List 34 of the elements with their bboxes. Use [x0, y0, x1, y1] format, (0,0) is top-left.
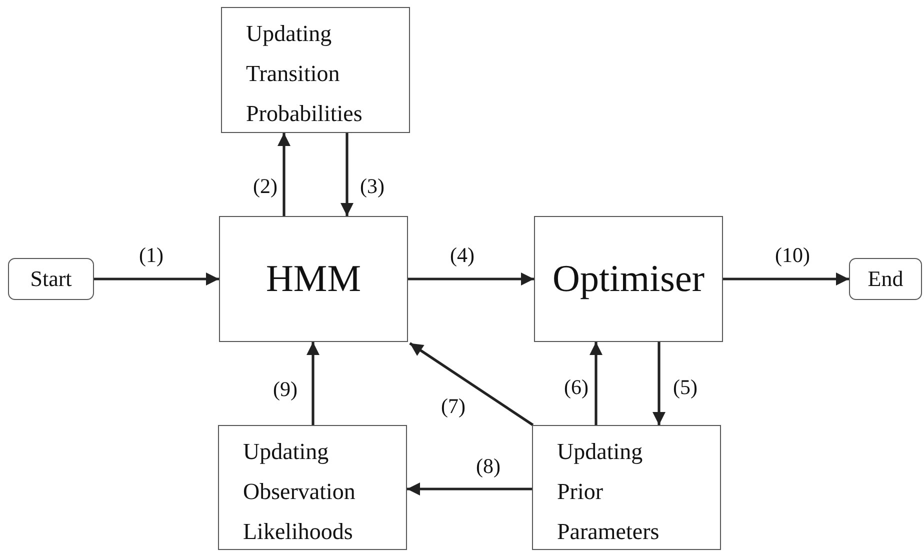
arrow	[652, 342, 666, 425]
arrow	[590, 342, 602, 425]
edge-label: (6)	[563, 376, 590, 398]
node-label: Start	[30, 266, 72, 292]
node-label: Optimiser	[552, 257, 704, 301]
arrow	[723, 272, 849, 286]
edge-label: (7)	[440, 395, 466, 417]
node-label: Updating Prior Parameters	[557, 438, 660, 546]
process-box	[532, 425, 721, 550]
edge-label: (2)	[252, 175, 278, 197]
arrow	[407, 482, 532, 496]
node-label: Updating Transition Probabilities	[246, 20, 362, 128]
edge-label: (3)	[359, 175, 386, 197]
arrow	[306, 342, 320, 425]
edge-label: (4)	[449, 244, 476, 266]
arrow	[408, 272, 534, 286]
node-label: Updating Observation Likelihoods	[243, 438, 356, 546]
edge-label: (5)	[672, 376, 698, 398]
start-terminal	[8, 258, 94, 300]
arrow	[340, 133, 354, 216]
process-box	[218, 425, 407, 550]
arrow	[278, 133, 290, 216]
edge-label: (1)	[138, 244, 164, 266]
arrow	[409, 342, 534, 426]
process-box	[221, 7, 410, 133]
edge-label: (9)	[272, 378, 298, 400]
end-terminal	[849, 258, 922, 300]
process-box	[534, 216, 723, 342]
arrow	[94, 272, 219, 286]
process-box	[219, 216, 408, 342]
edge-label: (8)	[475, 455, 502, 477]
edge-label: (10)	[774, 244, 811, 266]
node-label: HMM	[266, 257, 362, 301]
node-label: End	[868, 266, 904, 292]
